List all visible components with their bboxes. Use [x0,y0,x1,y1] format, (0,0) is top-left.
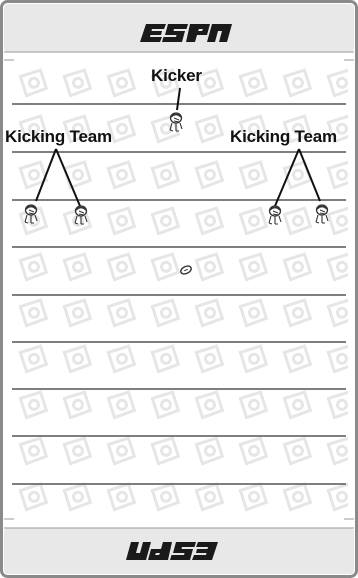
kicking-team-left-label: Kicking Team [5,127,112,147]
kicker-label: Kicker [151,66,202,86]
kicking-team-right-label: Kicking Team [230,127,337,147]
